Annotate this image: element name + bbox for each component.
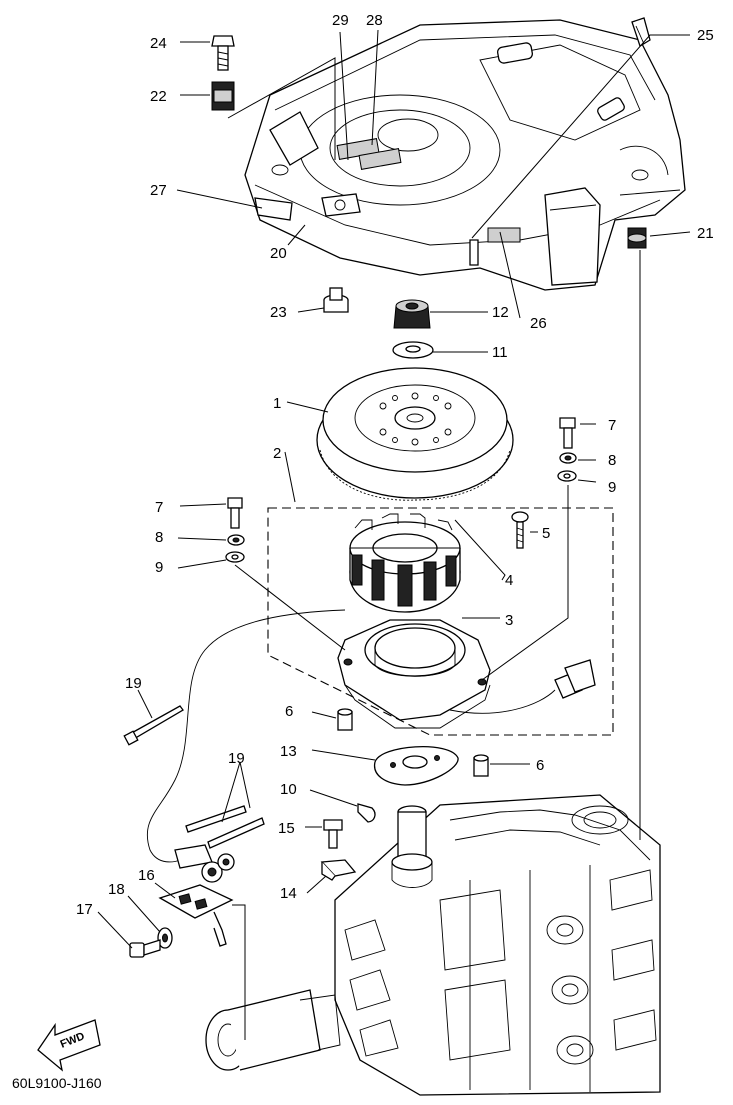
bracket-16: [158, 884, 234, 947]
stator-assembly-outline: [267, 507, 614, 736]
flywheel-cover: [244, 19, 686, 291]
callout-7-right: 7: [608, 417, 616, 434]
leader-lines: [97, 29, 691, 1040]
drawing-code: 60L9100-J160: [12, 1075, 102, 1091]
callout-3: 3: [505, 612, 513, 629]
callout-12: 12: [492, 304, 509, 321]
callout-16: 16: [138, 867, 155, 884]
washer-9-right: [557, 470, 577, 482]
collar-6-left: [337, 708, 353, 731]
callout-10: 10: [280, 781, 297, 798]
washer-9-left: [225, 551, 245, 563]
bracket-14: [320, 859, 357, 881]
callout-24: 24: [150, 35, 167, 52]
powerhead-block: [334, 794, 661, 1096]
bolt-17: [129, 939, 161, 958]
callout-23: 23: [270, 304, 287, 321]
washer-8-left: [227, 534, 245, 546]
callout-8-right: 8: [608, 452, 616, 469]
bolt-15: [323, 819, 343, 849]
washer-18: [157, 927, 173, 949]
callout-29: 29: [332, 12, 349, 29]
starter-motor: [205, 989, 341, 1071]
callout-8-left: 8: [155, 529, 163, 546]
callout-9-right: 9: [608, 479, 616, 496]
fwd-arrow-icon: FWD: [37, 1019, 101, 1072]
callout-19-a: 19: [125, 675, 142, 692]
callout-13: 13: [280, 743, 297, 760]
collar-23: [323, 287, 349, 313]
callout-2: 2: [273, 445, 281, 462]
callout-19-b: 19: [228, 750, 245, 767]
bolt-7-left: [227, 497, 243, 529]
callout-14: 14: [280, 885, 297, 902]
washer-11: [392, 341, 434, 359]
cable-tie-19-a: [123, 705, 184, 746]
callout-28: 28: [366, 12, 383, 29]
callout-7-left: 7: [155, 499, 163, 516]
callout-20: 20: [270, 245, 287, 262]
callout-6-right: 6: [536, 757, 544, 774]
callout-27: 27: [150, 182, 167, 199]
flywheel-magnet: [316, 367, 514, 501]
callout-18: 18: [108, 881, 125, 898]
callout-11: 11: [492, 344, 508, 361]
callout-labels: 24 22 29 28 25 27 21 20 23 12 26 11 1 7 …: [76, 12, 714, 918]
callout-1: 1: [273, 395, 281, 412]
callout-6-left: 6: [285, 703, 293, 720]
callout-4: 4: [505, 572, 513, 589]
washer-8-right: [559, 452, 577, 464]
grommet-21: [627, 227, 647, 249]
callout-5: 5: [542, 525, 550, 542]
callout-15: 15: [278, 820, 295, 837]
woodruff-key-10: [357, 803, 376, 823]
bolt-7-right: [559, 417, 576, 449]
bolt-24: [211, 35, 235, 71]
plate-13: [373, 746, 459, 786]
callout-17: 17: [76, 901, 93, 918]
cable-tie-19-b: [185, 805, 265, 849]
stator-assembly: [349, 513, 461, 613]
nut-12: [393, 299, 431, 329]
harness-connectors: [174, 844, 235, 883]
collar-6-right: [473, 754, 489, 777]
callout-9-left: 9: [155, 559, 163, 576]
callout-25: 25: [697, 27, 714, 44]
callout-26: 26: [530, 315, 547, 332]
callout-21: 21: [697, 225, 714, 242]
screw-5: [511, 511, 529, 549]
grommet-22: [211, 81, 235, 111]
callout-22: 22: [150, 88, 167, 105]
stator-harness: [146, 609, 596, 863]
clip-25: [631, 17, 651, 47]
stator-base: [337, 619, 491, 729]
